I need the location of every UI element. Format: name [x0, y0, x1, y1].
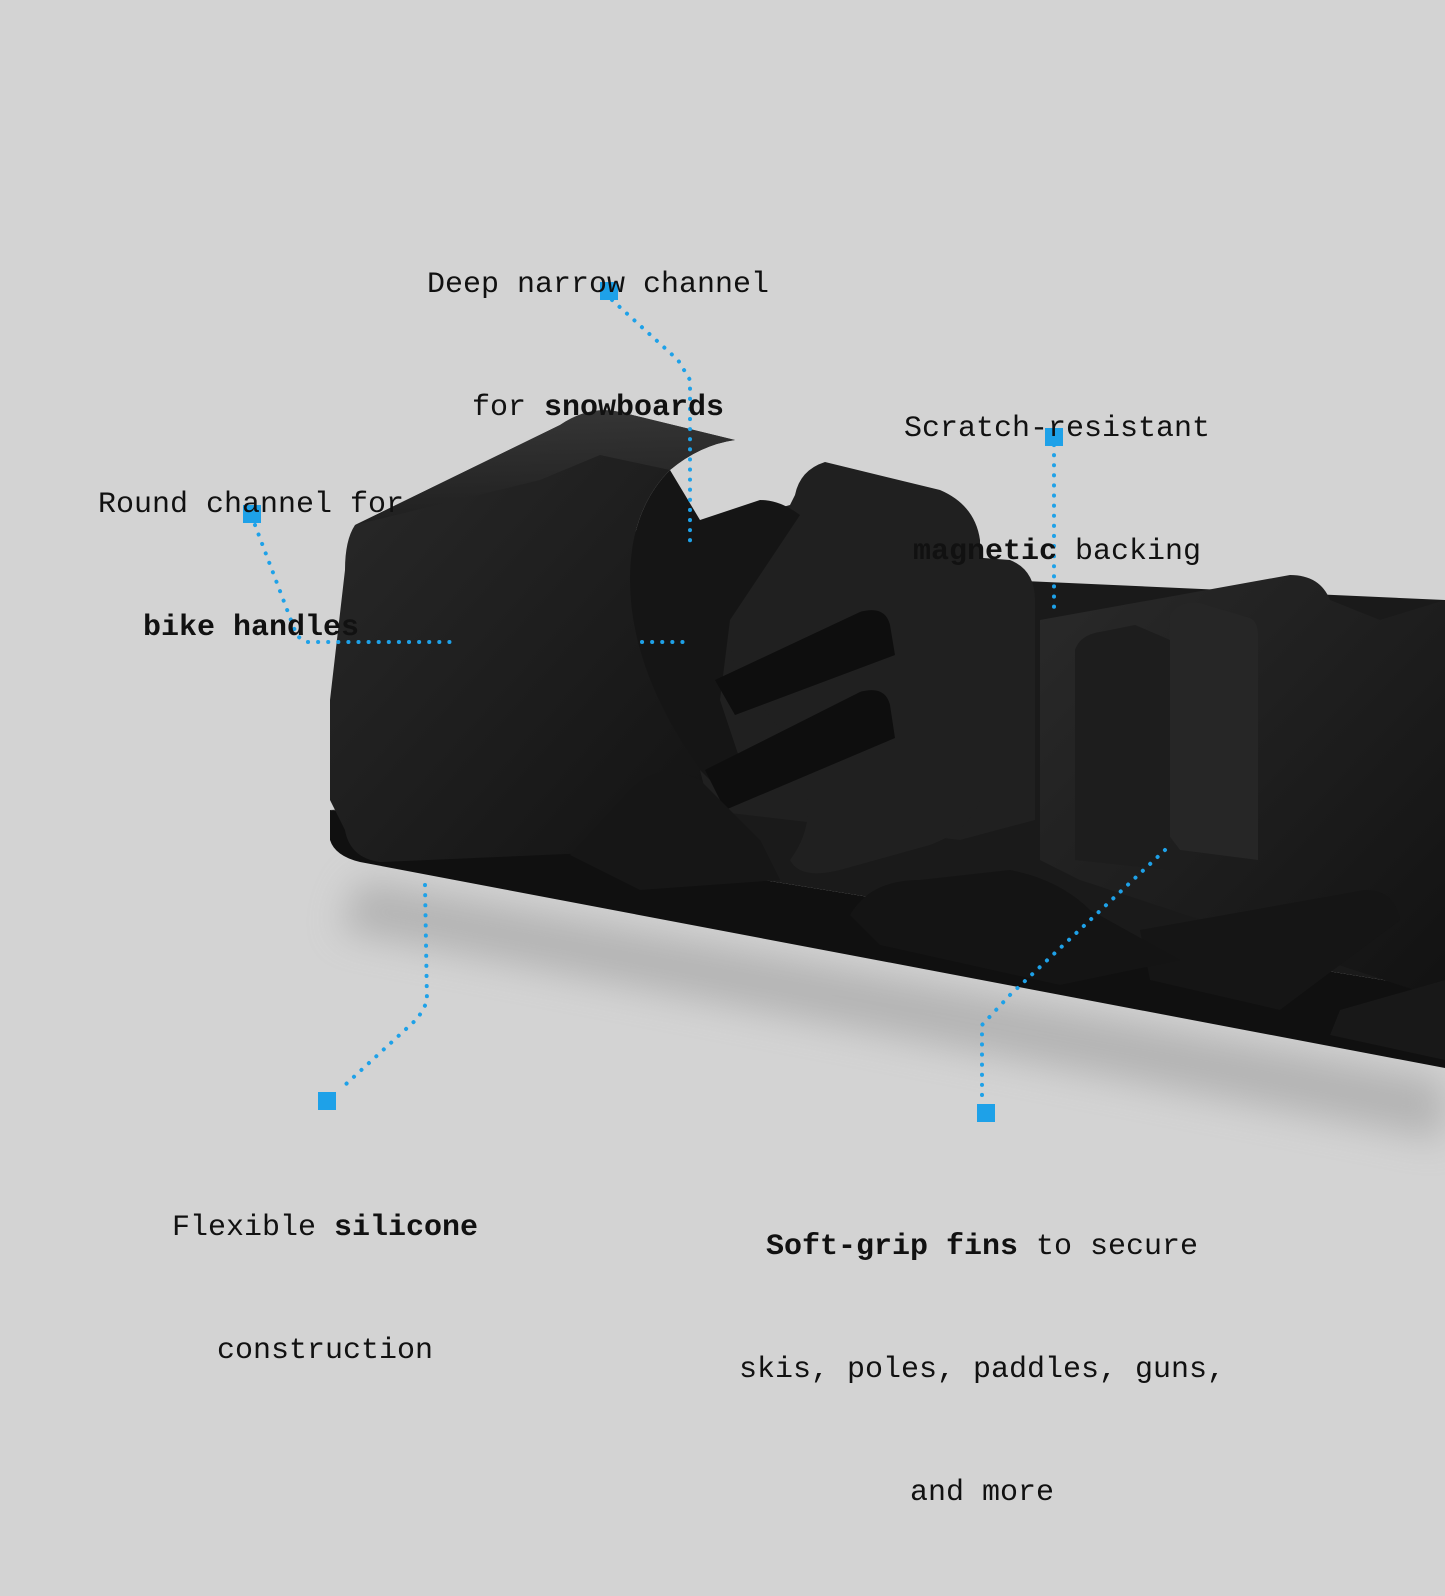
cradle-left [570, 772, 780, 890]
callout-bike-bold: bike handles [142, 611, 360, 645]
callout-silicone: Flexible silicone construction [140, 1126, 510, 1454]
fin-right-tall [1165, 602, 1258, 860]
rack-left-block [330, 410, 735, 862]
callout-bike-line1: Round channel for [97, 488, 405, 522]
infographic: Deep narrow channel for snowboards Scrat… [70, 183, 1445, 1510]
marker-fins [977, 1104, 995, 1122]
marker-magnetic [1045, 428, 1063, 446]
marker-silicone [318, 1092, 336, 1110]
callout-fins: Soft-grip fins to secure skis, poles, pa… [697, 1145, 1267, 1596]
callout-magnetic-suffix: backing [1057, 535, 1202, 569]
channel-inner [630, 470, 800, 790]
callout-silicone-bold: silicone [334, 1211, 479, 1245]
leader-snowboards [610, 298, 692, 550]
callout-snowboards-prefix: for [471, 391, 544, 425]
callout-fins-line2: skis, poles, paddles, guns, [738, 1353, 1226, 1387]
callout-fins-line3: and more [909, 1476, 1055, 1510]
callout-snowboards-bold: snowboards [543, 391, 725, 425]
fin-right-bottom [1330, 980, 1445, 1060]
leader-bike [253, 523, 452, 644]
callout-magnetic-line1: Scratch-resistant [903, 412, 1211, 446]
callout-magnetic: Scratch-resistant magnetic backing [876, 327, 1238, 655]
fin-right-left [1075, 625, 1170, 870]
callout-fins-suffix: to secure [1018, 1230, 1199, 1264]
callout-silicone-line2: construction [216, 1334, 434, 1368]
fin-right-low [1140, 890, 1400, 1010]
rack-shadow [340, 880, 1445, 1140]
cradle-right [850, 870, 1180, 985]
leader-lines [253, 298, 1167, 1102]
callout-bike: Round channel for bike handles [70, 403, 432, 731]
marker-bike [243, 505, 261, 523]
leader-silicone [343, 883, 430, 1087]
callout-magnetic-bold: magnetic [912, 535, 1057, 569]
callout-snowboards-line1: Deep narrow channel [426, 268, 770, 302]
callout-silicone-prefix: Flexible [171, 1211, 334, 1245]
callout-fins-bold: Soft-grip fins [765, 1230, 1018, 1264]
fin-middle-upper [715, 610, 895, 715]
storage-rack-illustration [330, 410, 1445, 1140]
leader-fins [980, 848, 1167, 1102]
marker-snowboards [600, 282, 618, 300]
rack-left-top-face [355, 410, 735, 525]
fin-middle-lower [705, 690, 895, 810]
callout-snowboards: Deep narrow channel for snowboards [398, 183, 798, 511]
